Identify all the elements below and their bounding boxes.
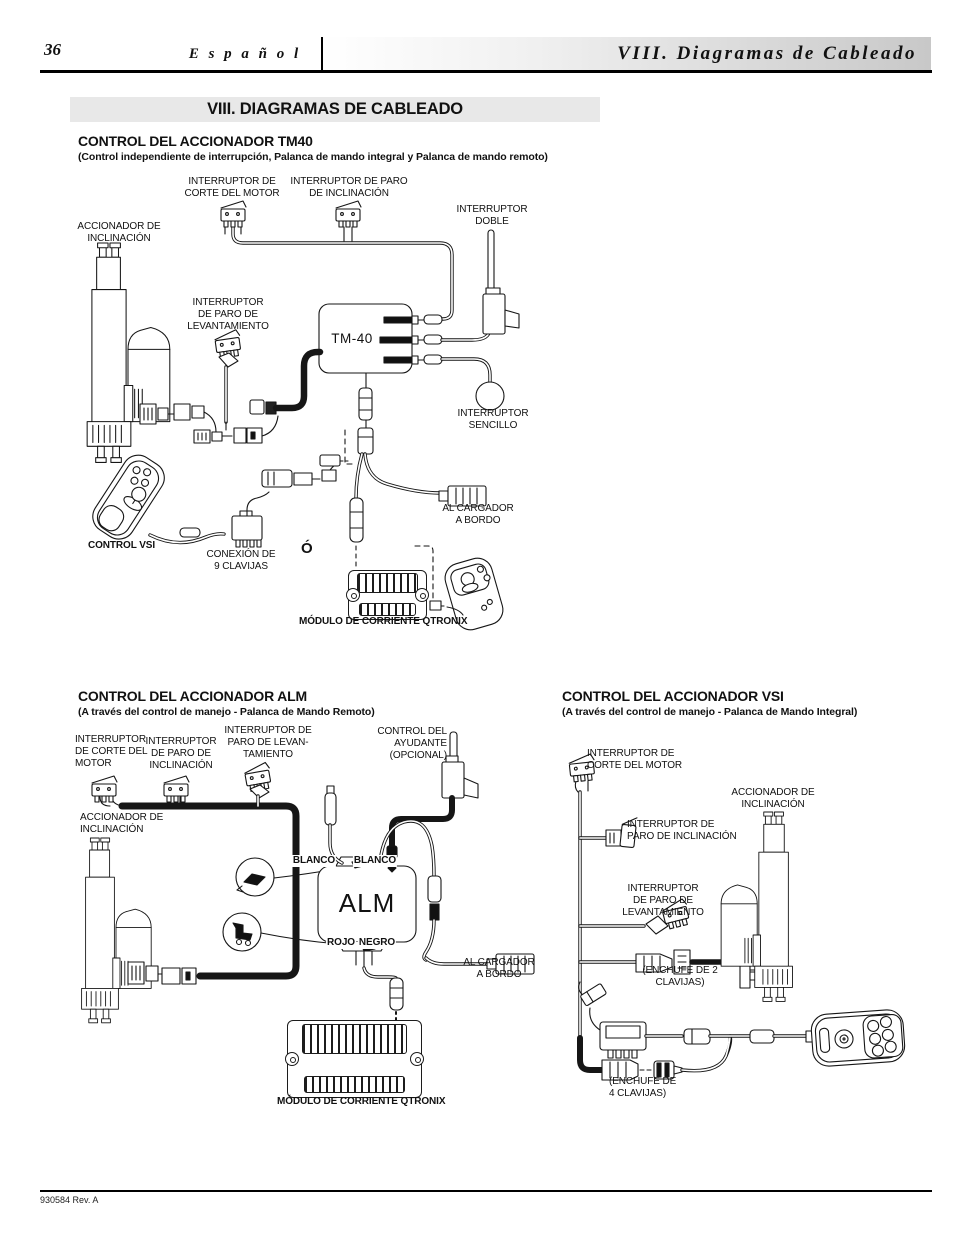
alm-title: CONTROL DEL ACCIONADOR ALM (78, 688, 307, 704)
label-single-switch: INTERRUPTOR SENCILLO (457, 408, 529, 431)
vsi-subtitle: (A través del control de manejo - Palanc… (562, 706, 858, 718)
label-lift-stop-switch: INTERRUPTOR DE PARO DE LEVAN- TAMIENTO (224, 725, 312, 760)
section-banner: VIII. DIAGRAMAS DE CABLEADO (70, 97, 600, 122)
label-tilt-actuator: ACCIONADOR DE INCLINACIÓN (731, 787, 815, 810)
module-screw (415, 588, 429, 602)
document-reference: 930584 Rev. A (40, 1195, 99, 1205)
label-tilt-stop-switch: INTERRUPTOR DE PARO DE INCLINACIÓN (627, 819, 737, 842)
label-nine-pin-connection: CONEXIÓN DE 9 CLAVIJAS (206, 549, 276, 572)
alm-qtronix-module (285, 1020, 424, 1098)
label-wire-negro: NEGRO (357, 937, 397, 949)
label-lift-stop-switch: INTERRUPTOR DE PARO DE LEVANTAMIENTO (622, 883, 704, 918)
label-motor-cutoff-switch: INTERRUPTOR DE CORTE DEL MOTOR (184, 176, 280, 199)
label-onboard-charger: AL CARGADOR A BORDO (463, 957, 535, 980)
tm40-qtronix-module (346, 570, 429, 620)
module-fins (359, 603, 416, 616)
label-double-switch: INTERRUPTOR DOBLE (456, 204, 528, 227)
label-attendant-control: CONTROL DEL AYUDANTE (OPCIONAL) (377, 726, 447, 761)
label-two-pin-plug: (ENCHUFE DE 2 CLAVIJAS) (642, 965, 718, 988)
label-alm-module: ALM (338, 888, 396, 918)
module-screw (285, 1052, 299, 1066)
module-fins (357, 573, 418, 593)
label-qtronix-module: MÓDULO DE CORRIENTE QTRONIX (299, 616, 468, 627)
alm-subtitle: (A través del control de manejo - Palanc… (78, 706, 375, 718)
module-fins (302, 1024, 407, 1054)
vsi-title: CONTROL DEL ACCIONADOR VSI (562, 688, 784, 704)
header-rule (40, 70, 932, 73)
label-vsi-control: CONTROL VSI (88, 540, 156, 551)
label-lift-stop-switch: INTERRUPTOR DE PARO DE LEVANTAMIENTO (187, 297, 269, 332)
tm40-diagram (86, 200, 520, 631)
label-wire-blanco-2: BLANCO (352, 855, 398, 867)
tm40-title: CONTROL DEL ACCIONADOR TM40 (78, 133, 313, 149)
footer-rule (40, 1190, 932, 1192)
module-fins (304, 1076, 405, 1093)
label-wire-blanco-1: BLANCO (291, 855, 337, 867)
label-tilt-stop-switch: INTERRUPTOR DE PARO DE INCLINACIÓN (290, 176, 408, 199)
label-or: Ó (301, 540, 313, 557)
label-tilt-stop-switch: INTERRUPTOR DE PARO DE INCLINACIÓN (145, 736, 217, 771)
label-wire-rojo: ROJO (326, 937, 356, 949)
chapter-header: VIII. Diagramas de Cableado (323, 37, 931, 70)
language-label: E s p a ñ o l (188, 46, 302, 62)
label-four-pin-plug: (ENCHUFE DE 4 CLAVIJAS) (609, 1076, 677, 1099)
label-tilt-actuator: ACCIONADOR DE INCLINACIÓN (80, 812, 164, 835)
module-screw (410, 1052, 424, 1066)
label-tm40-module: TM-40 (331, 331, 373, 346)
module-screw (346, 588, 360, 602)
label-qtronix-module: MÓDULO DE CORRIENTE QTRONIX (277, 1096, 446, 1107)
label-tilt-actuator: ACCIONADOR DE INCLINACIÓN (77, 221, 161, 244)
label-motor-cutoff-switch: INTERRUPTOR DE CORTE DEL MOTOR (587, 748, 682, 771)
header-divider (321, 37, 323, 70)
vsi-diagram (567, 753, 906, 1081)
page-number: 36 (44, 40, 61, 59)
label-motor-cutoff-switch: INTERRUPTOR DE CORTE DEL MOTOR (75, 734, 148, 769)
label-onboard-charger: AL CARGADOR A BORDO (442, 503, 514, 526)
tm40-subtitle: (Control independiente de interrupción, … (78, 151, 548, 163)
